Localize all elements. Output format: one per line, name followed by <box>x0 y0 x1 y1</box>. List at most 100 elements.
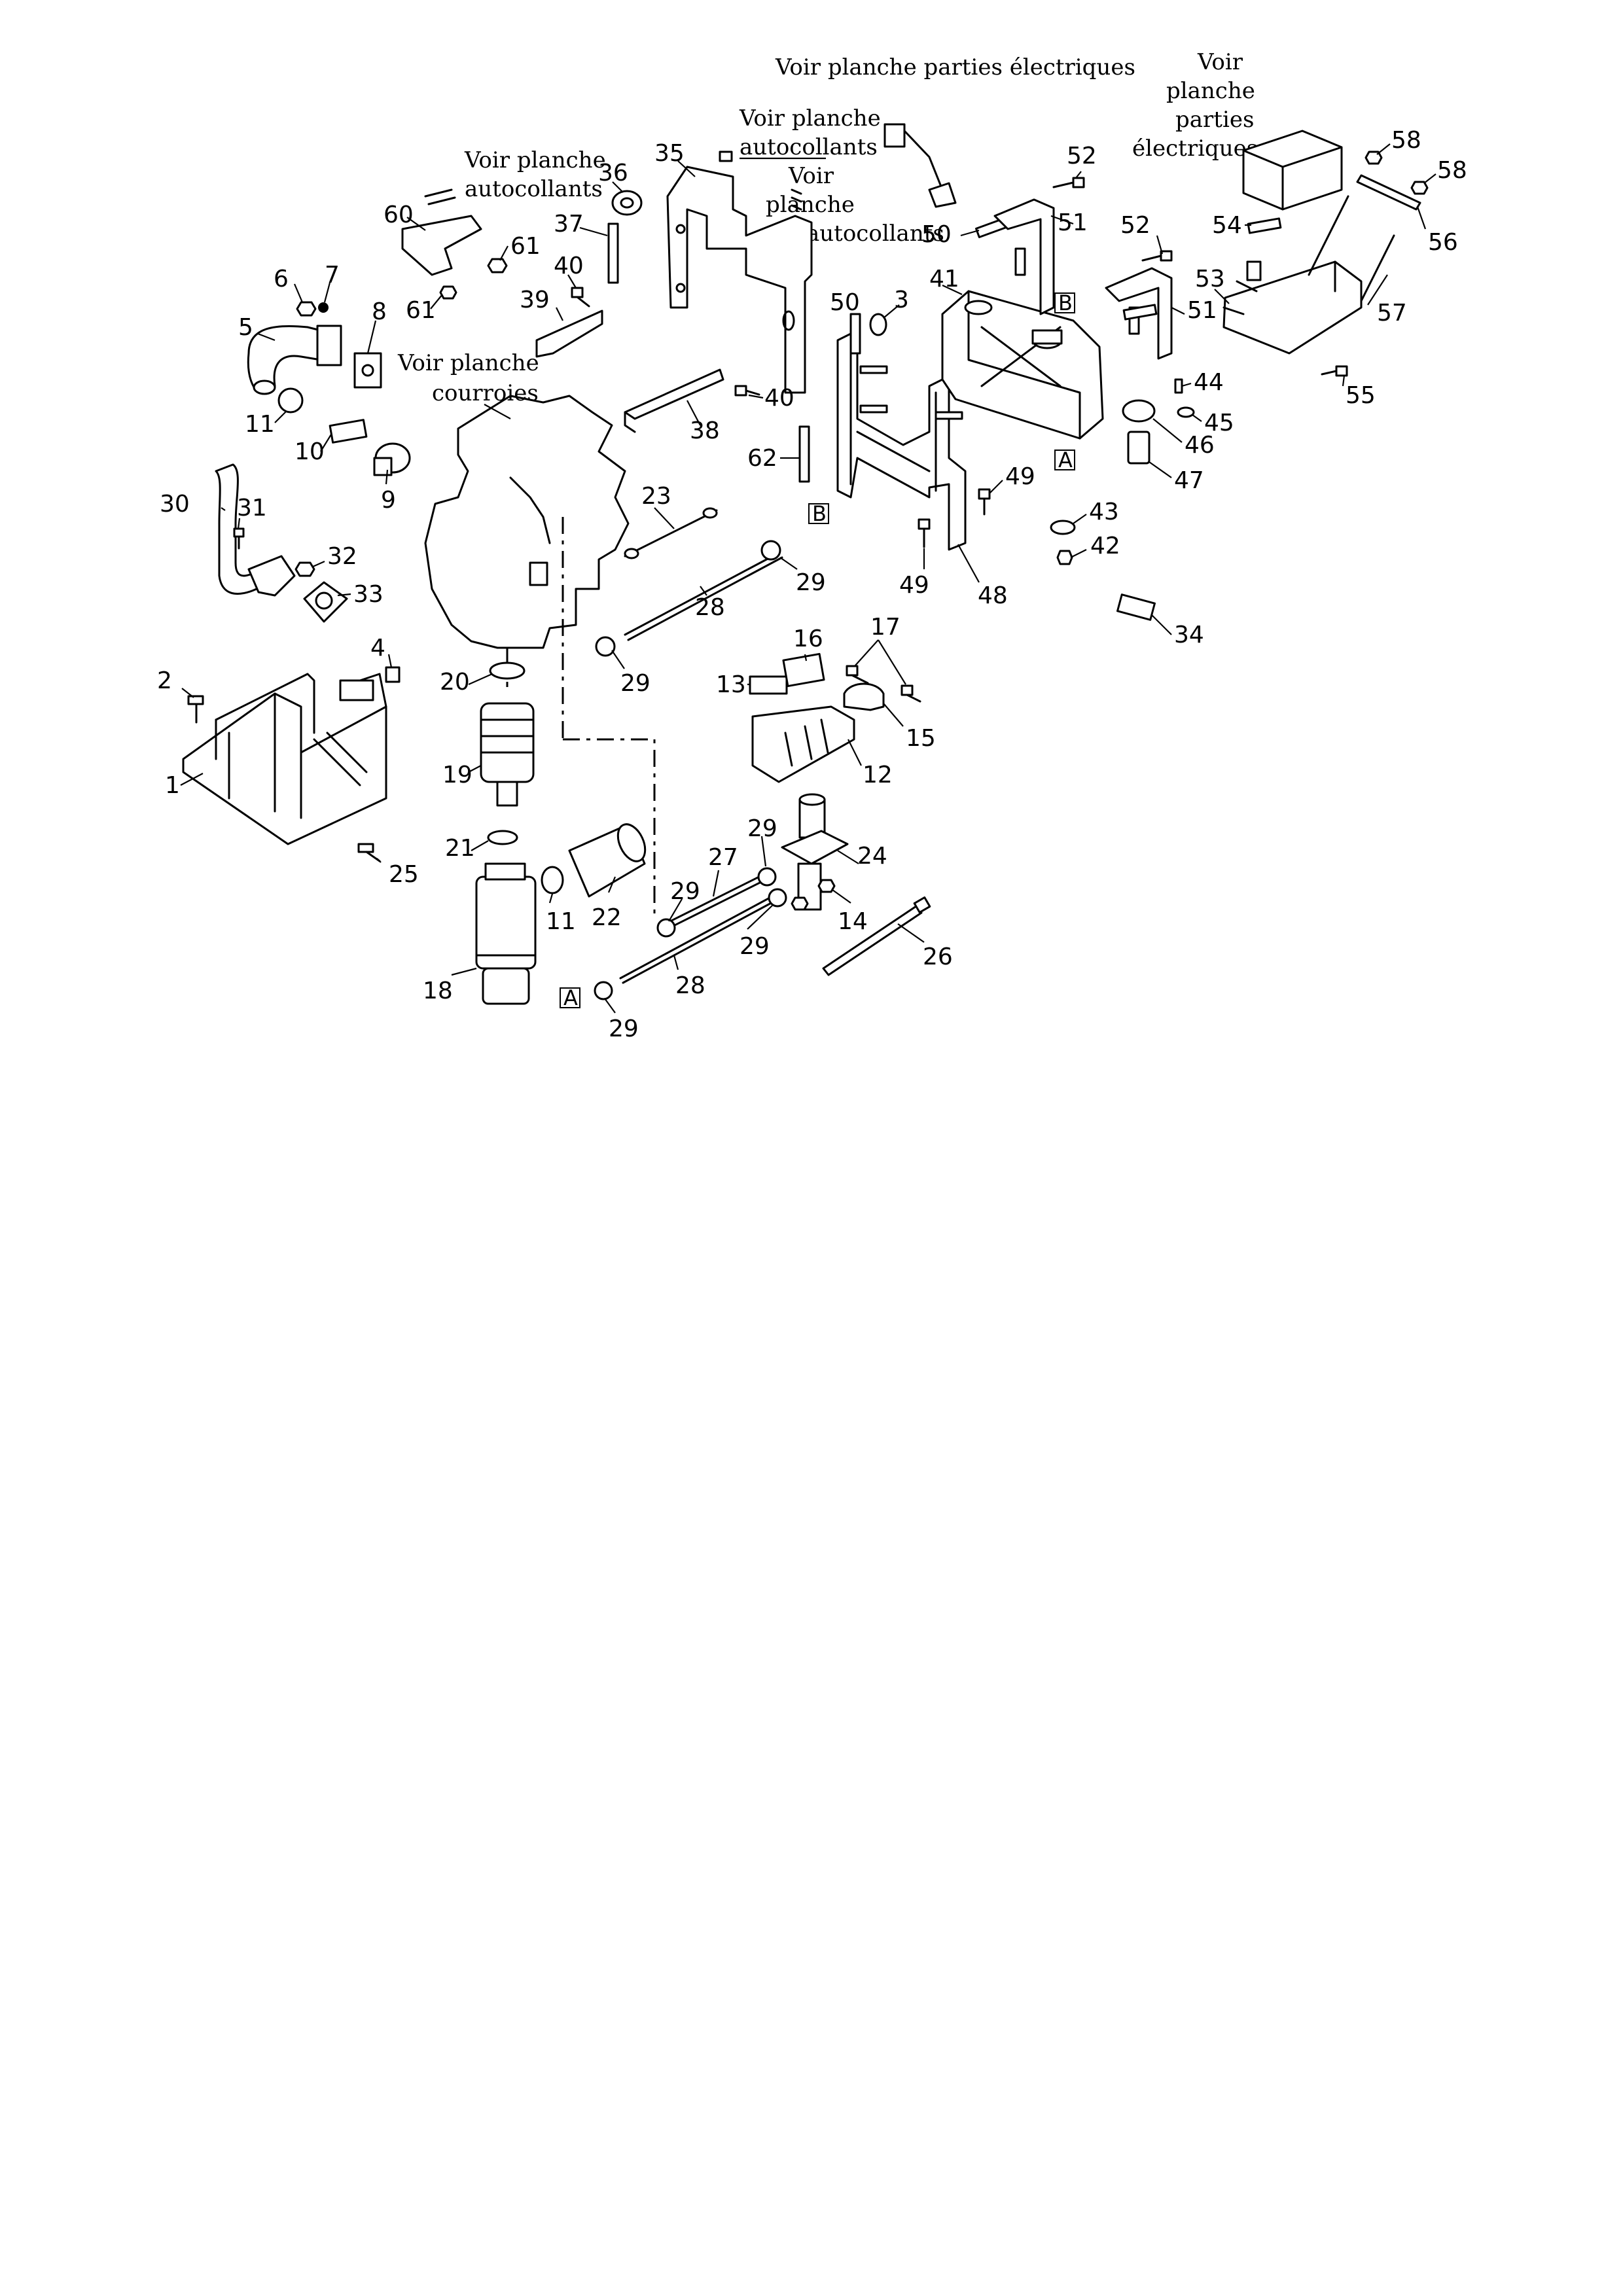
part-62-strip <box>798 425 810 483</box>
svg-text:courroies: courroies <box>432 380 539 406</box>
note-stickers-left: Voir planche autocollants <box>464 147 606 202</box>
callout-30: 30 <box>160 491 190 518</box>
callout-1: 1 <box>165 772 180 799</box>
part-29-knob-b <box>768 888 787 908</box>
callout-10: 10 <box>294 438 325 465</box>
part-34-pad <box>1116 593 1156 621</box>
callout-43: 43 <box>1089 499 1119 525</box>
note-belts: Voir planche courroies <box>397 350 539 406</box>
part-22-hose <box>568 823 647 898</box>
part-26-cable-tie <box>822 896 931 976</box>
part-55-bolt <box>1321 365 1348 377</box>
part-33-gasket <box>303 581 348 623</box>
callout-23: 23 <box>641 483 671 510</box>
part-14-nut-b <box>817 879 836 893</box>
callout-28-upper: 28 <box>695 594 725 621</box>
part-52-bolt-a <box>1052 177 1085 188</box>
part-48-stand <box>836 332 967 551</box>
svg-text:électriques: électriques <box>1132 135 1258 162</box>
svg-text:Voir planche: Voir planche <box>464 147 606 173</box>
part-29-knob-mid <box>595 636 616 657</box>
callout-34: 34 <box>1174 622 1204 648</box>
callout-29-c: 29 <box>740 933 770 960</box>
callout-5: 5 <box>238 314 253 341</box>
box-label-b-right: B <box>1054 291 1075 315</box>
part-2-bolt <box>187 695 204 724</box>
part-60-bracket <box>401 188 482 276</box>
callout-47: 47 <box>1174 467 1204 494</box>
part-12-bracket <box>751 705 855 783</box>
part-61-nut-b <box>439 285 457 300</box>
callout-61-right: 61 <box>510 233 541 260</box>
callout-44: 44 <box>1194 369 1224 396</box>
part-30-exhaust-pipe <box>215 463 296 597</box>
callout-21: 21 <box>445 835 475 862</box>
svg-text:autocollants: autocollants <box>465 176 603 202</box>
part-15-clamp <box>843 682 885 711</box>
part-58-nut-a <box>1364 150 1383 165</box>
part-16-label <box>782 652 825 688</box>
part-46-mount <box>1122 399 1156 423</box>
part-37-strip <box>607 222 619 284</box>
part-3-mount <box>869 313 887 336</box>
part-44-pin <box>1174 378 1183 394</box>
sticker-sketch <box>719 150 802 211</box>
part-18-filter-housing <box>475 862 537 1005</box>
callout-33: 33 <box>353 581 383 608</box>
part-11-clamp-bottom <box>541 866 564 894</box>
part-61-nut-a <box>487 258 508 274</box>
callout-26: 26 <box>923 944 953 970</box>
part-32-nut <box>294 561 315 577</box>
note-stickers-center2: Voir planche autocollants <box>766 163 944 247</box>
part-9-clamp <box>373 442 411 476</box>
callout-16: 16 <box>793 626 823 652</box>
callout-28-lower: 28 <box>675 972 705 999</box>
part-19-filter-element <box>480 702 535 807</box>
callout-29-b: 29 <box>670 878 700 905</box>
part-28-rod-lower <box>619 895 776 984</box>
part-4-plate <box>385 666 401 683</box>
part-56-strap <box>1356 174 1421 211</box>
svg-text:A: A <box>563 985 578 1010</box>
svg-text:B: B <box>1058 291 1073 315</box>
svg-text:B: B <box>812 501 827 526</box>
callout-9: 9 <box>381 487 396 514</box>
connector-sketch <box>883 123 957 208</box>
part-28-rod-upper <box>624 552 783 641</box>
callout-52-mid: 52 <box>1120 212 1150 239</box>
part-49-bolt-b <box>918 518 931 548</box>
part-41-tank <box>941 290 1104 440</box>
part-1-base-frame <box>182 673 387 845</box>
callout-58-top: 58 <box>1391 127 1421 154</box>
part-21-clamp <box>487 830 518 845</box>
part-54-pad <box>1247 217 1282 234</box>
part-7-washer <box>318 302 329 313</box>
callout-8: 8 <box>372 298 387 325</box>
part-10-label <box>329 419 368 444</box>
callout-42: 42 <box>1090 533 1120 559</box>
box-label-a-right: A <box>1054 448 1075 472</box>
callout-6: 6 <box>274 266 289 292</box>
svg-text:autocollants: autocollants <box>806 221 944 247</box>
callout-50-top: 50 <box>921 221 952 248</box>
callout-32: 32 <box>327 543 357 570</box>
box-label-a-left: A <box>560 985 580 1010</box>
callout-2: 2 <box>157 667 172 694</box>
part-5-exhaust-elbow <box>247 325 342 395</box>
part-29-knob-upper <box>760 540 781 561</box>
part-49-bolt-a <box>978 488 991 516</box>
callout-13: 13 <box>716 671 746 698</box>
note-electrical-right: Voir planche parties électriques <box>1132 49 1258 162</box>
svg-text:Voir planche: Voir planche <box>739 105 881 132</box>
callout-29-d: 29 <box>609 1016 639 1042</box>
engine-outline <box>424 395 630 649</box>
callout-41: 41 <box>929 266 959 292</box>
part-29-knob-c <box>656 918 676 938</box>
part-57-rod-a <box>1308 195 1349 276</box>
part-52-bolt-b <box>1141 250 1173 262</box>
callout-45: 45 <box>1204 410 1234 436</box>
callout-20: 20 <box>440 669 470 696</box>
callout-29-upper: 29 <box>796 569 826 596</box>
callout-11-bottom: 11 <box>546 908 576 935</box>
part-47-spacer <box>1127 431 1150 465</box>
